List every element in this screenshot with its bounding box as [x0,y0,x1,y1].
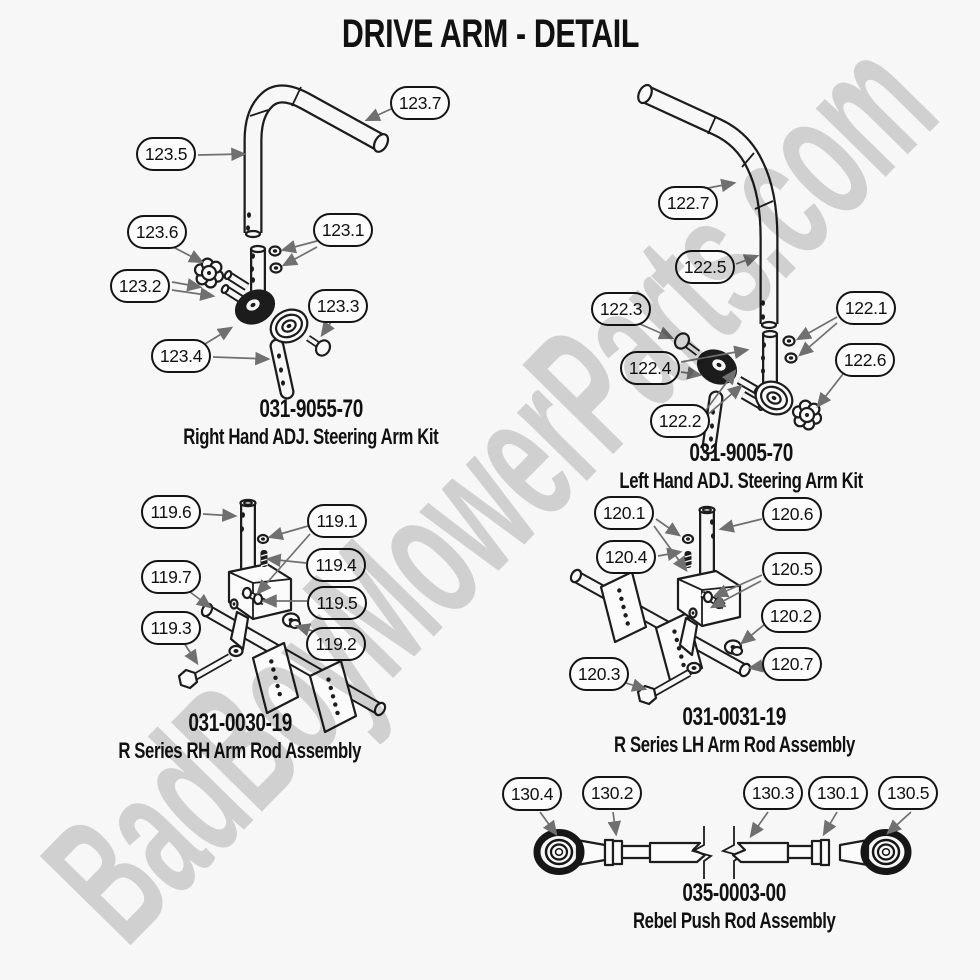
callout-122-3[interactable]: 122.3 [591,292,651,326]
rh-steering-arm-drawing [193,84,390,400]
push-rod-drawing [533,826,912,879]
callout-119-1[interactable]: 119.1 [307,504,367,538]
callout-119-5[interactable]: 119.5 [307,586,367,620]
callout-120-4[interactable]: 120.4 [596,540,656,574]
callout-130-1[interactable]: 130.1 [808,776,868,810]
callout-119-6[interactable]: 119.6 [141,495,201,529]
callout-130-2[interactable]: 130.2 [582,776,642,810]
callout-130-4[interactable]: 130.4 [502,777,562,811]
callout-122-5[interactable]: 122.5 [675,250,735,284]
part-number: 031-0030-19 [188,709,292,737]
callout-123-5[interactable]: 123.5 [136,137,196,171]
callout-130-3[interactable]: 130.3 [743,776,803,810]
rh-arm-rod-drawing [177,498,387,734]
label-lh-arm-rod-assembly: 031-0031-19 R Series LH Arm Rod Assembly [504,703,964,757]
label-lh-steering-arm-kit: 031-9005-70 Left Hand ADJ. Steering Arm … [511,439,971,493]
callout-123-4[interactable]: 123.4 [151,339,211,373]
part-number: 031-9055-70 [259,395,363,423]
page-title: DRIVE ARM - DETAIL [0,14,980,54]
callout-119-3[interactable]: 119.3 [141,611,201,645]
part-name: Rebel Push Rod Assembly [632,907,836,933]
callout-122-1[interactable]: 122.1 [836,291,896,325]
callout-120-6[interactable]: 120.6 [762,497,822,531]
part-name: Left Hand ADJ. Steering Arm Kit [619,467,863,493]
callout-123-6[interactable]: 123.6 [127,215,187,249]
callout-123-2[interactable]: 123.2 [110,269,170,303]
part-number: 031-0031-19 [682,703,786,731]
label-rh-arm-rod-assembly: 031-0030-19 R Series RH Arm Rod Assembly [10,709,470,763]
page-title-text: DRIVE ARM - DETAIL [341,12,639,56]
callout-120-3[interactable]: 120.3 [569,657,629,691]
callout-119-4[interactable]: 119.4 [306,548,366,582]
part-name: R Series LH Arm Rod Assembly [613,731,855,757]
callout-122-6[interactable]: 122.6 [835,343,895,377]
callout-120-5[interactable]: 120.5 [762,552,822,586]
callout-119-2[interactable]: 119.2 [306,627,366,661]
part-number: 031-9005-70 [689,439,793,467]
part-number: 035-0003-00 [682,879,786,907]
callout-122-4[interactable]: 122.4 [620,351,680,385]
callout-122-2[interactable]: 122.2 [650,404,710,438]
part-name: R Series RH Arm Rod Assembly [118,737,362,763]
callout-122-7[interactable]: 122.7 [658,186,718,220]
callout-120-2[interactable]: 120.2 [761,599,821,633]
callout-120-7[interactable]: 120.7 [762,647,822,681]
callout-120-1[interactable]: 120.1 [594,496,654,530]
callout-123-3[interactable]: 123.3 [308,289,368,323]
part-name: Right Hand ADJ. Steering Arm Kit [183,423,439,449]
leader-lines [171,108,912,839]
callout-119-7[interactable]: 119.7 [141,560,201,594]
callout-123-7[interactable]: 123.7 [390,86,450,120]
callout-130-5[interactable]: 130.5 [878,776,938,810]
label-rh-steering-arm-kit: 031-9055-70 Right Hand ADJ. Steering Arm… [81,395,541,449]
label-rebel-push-rod-assembly: 035-0003-00 Rebel Push Rod Assembly [504,879,964,933]
callout-123-1[interactable]: 123.1 [313,213,373,247]
